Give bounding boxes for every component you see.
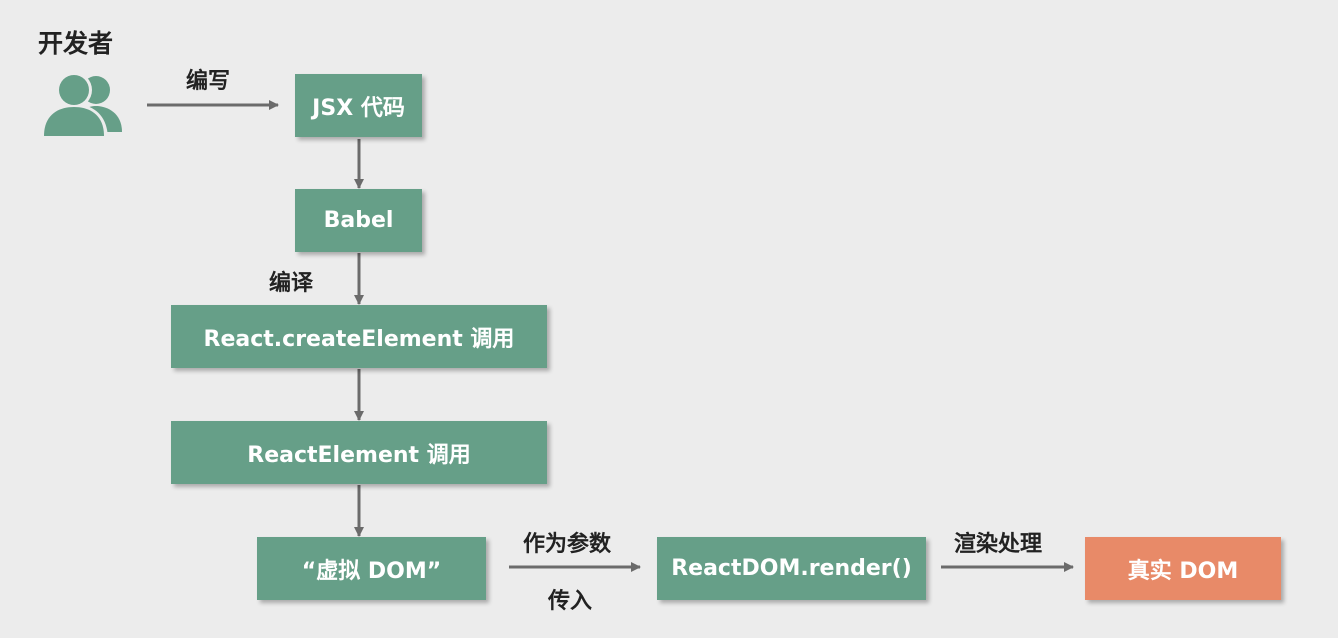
edge-label-compile: 编译 (269, 271, 314, 296)
actor-title: 开发者 (38, 29, 114, 58)
node-real-dom: 真实 DOM (1085, 537, 1281, 600)
node-jsx-code: JSX 代码 (295, 74, 422, 137)
node-create-element: React.createElement 调用 (171, 305, 547, 368)
users-icon (40, 72, 122, 140)
edge-label-render-process: 渲染处理 (954, 532, 1043, 557)
node-virtual-dom: “虚拟 DOM” (257, 537, 486, 600)
edge-label-pass-in: 传入 (548, 589, 593, 614)
edge-label-write: 编写 (186, 69, 231, 94)
node-babel: Babel (295, 189, 422, 252)
edge-label-as-param: 作为参数 (523, 532, 612, 557)
node-react-dom-render: ReactDOM.render() (657, 537, 926, 600)
node-react-element: ReactElement 调用 (171, 421, 547, 484)
